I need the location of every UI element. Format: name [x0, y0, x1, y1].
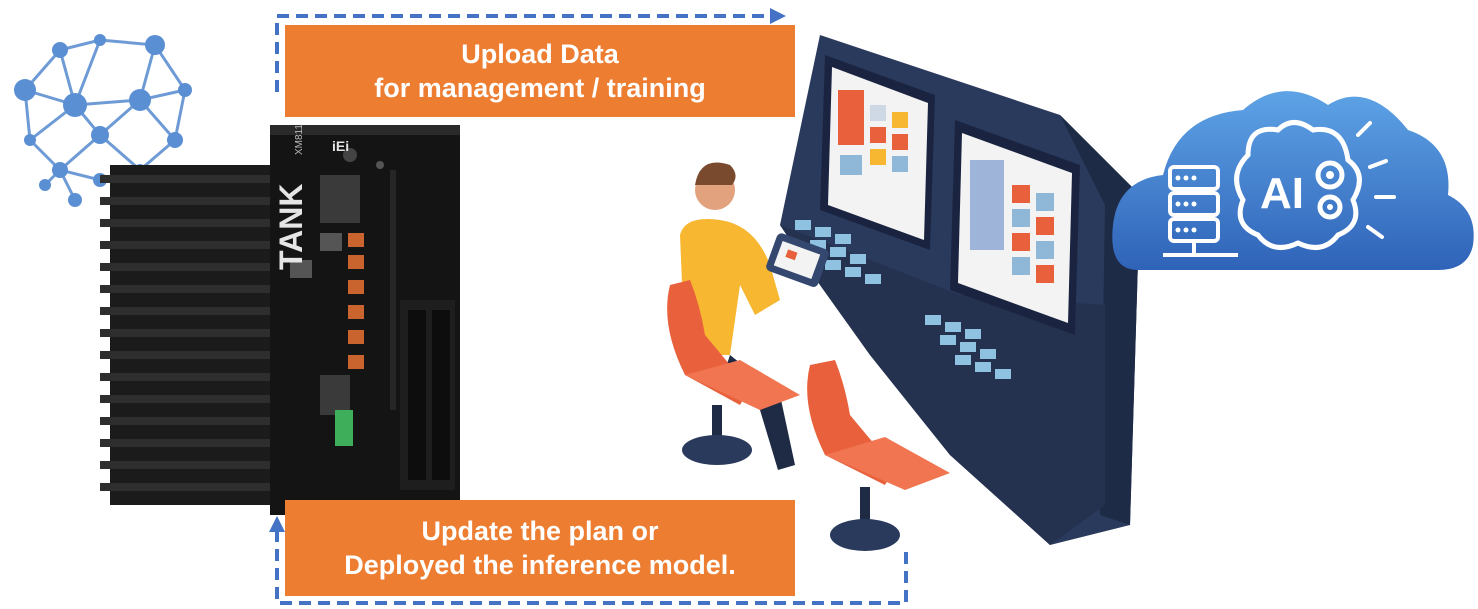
control-console [667, 35, 1140, 551]
device-model: XM811 [294, 124, 305, 155]
upload-line-1: Upload Data [461, 39, 619, 69]
tank-device: TANK XM811 iEi [100, 124, 460, 515]
upload-arrow-path [275, 14, 770, 92]
cloud-ai-label: AI [1260, 169, 1304, 218]
ai-cloud: AI [1112, 91, 1474, 271]
update-arrow-path [275, 530, 908, 605]
server-icon [1163, 165, 1238, 257]
update-line-2: Deployed the inference model. [344, 550, 736, 580]
device-logo: iEi [332, 138, 349, 154]
update-plan-label: Update the plan or Deployed the inferenc… [285, 500, 795, 596]
gear-icon [1315, 160, 1345, 220]
screen-left-tiles [838, 90, 908, 175]
keypad-right [925, 315, 1011, 379]
chair-right [807, 360, 950, 551]
brain-icon [1234, 120, 1362, 250]
cloud-shape [1112, 91, 1474, 271]
update-line-1: Update the plan or [421, 516, 659, 546]
device-brand: TANK [273, 184, 309, 271]
io-ports [290, 148, 455, 490]
operator-shirt [680, 219, 780, 355]
screen-right-tiles [970, 160, 1054, 283]
update-arrow-icon [269, 516, 285, 532]
upload-arrow-icon [770, 8, 786, 24]
heatsink [100, 165, 290, 505]
spark-lines [1356, 121, 1396, 239]
upload-data-label: Upload Data for management / training [285, 25, 795, 117]
neural-network-icon [14, 34, 192, 207]
upload-line-2: for management / training [374, 73, 706, 103]
keypad-left [795, 220, 881, 284]
chair-left [667, 280, 800, 465]
